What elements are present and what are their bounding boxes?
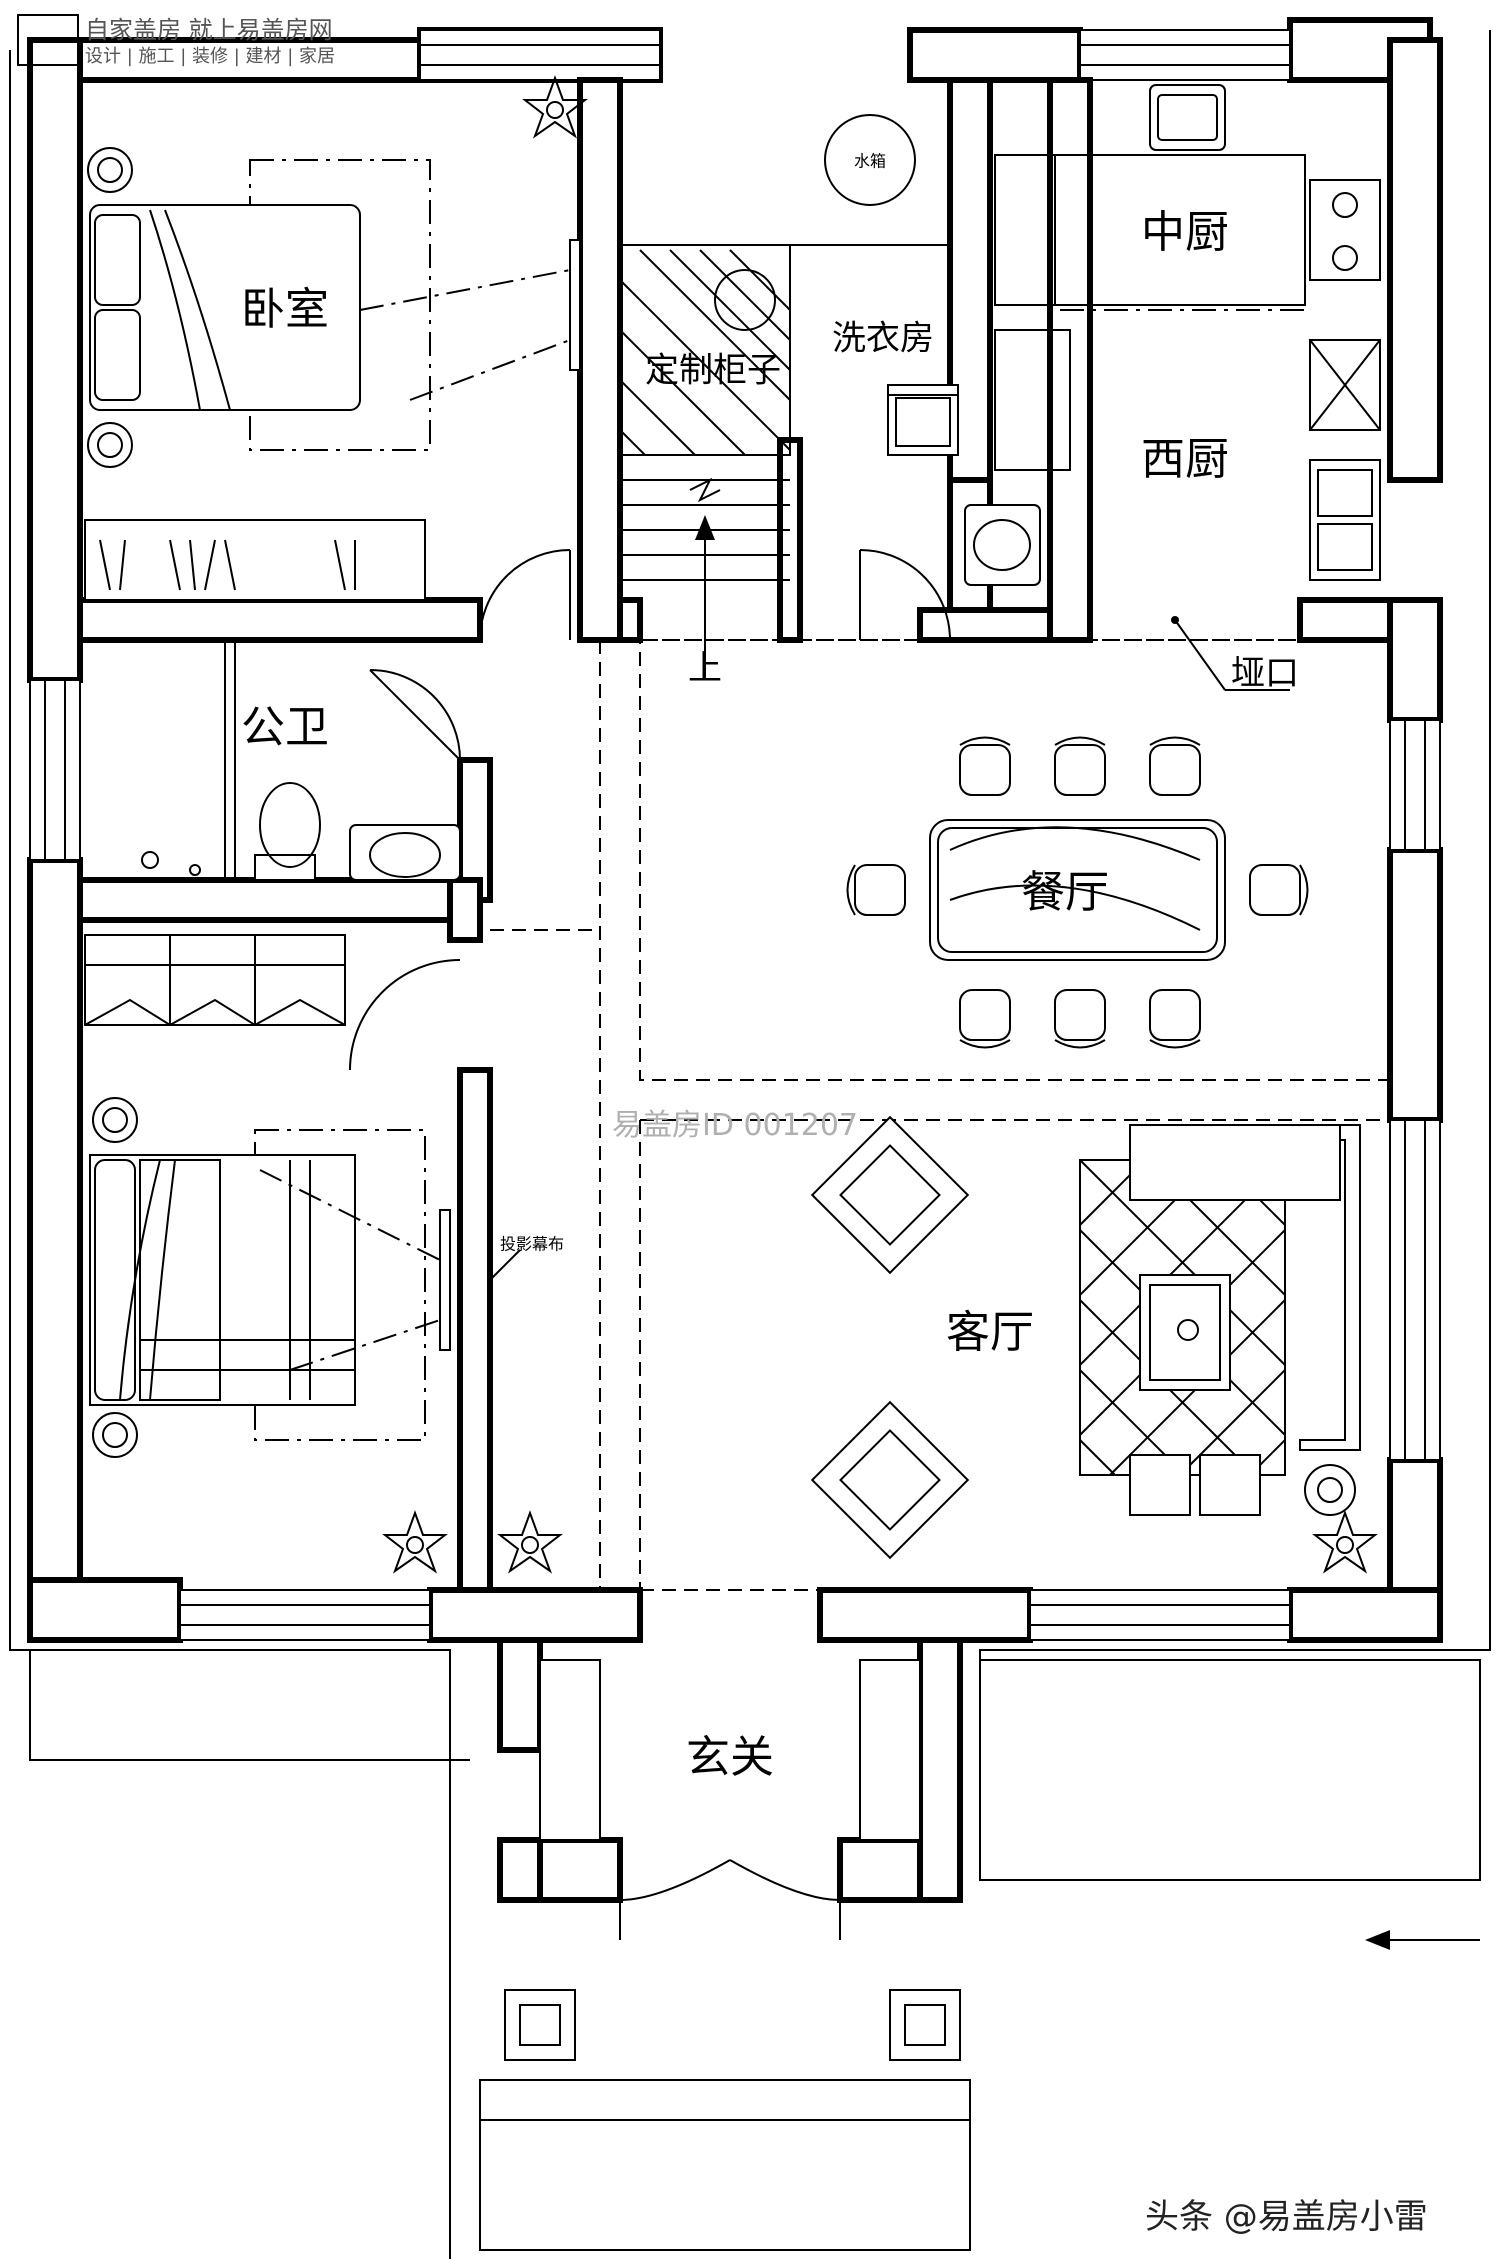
room-label-laundry: 洗衣房 — [832, 319, 934, 359]
pass-through-pointer — [1171, 616, 1290, 691]
room-label-pass-through: 垭口 — [1231, 654, 1299, 694]
room-label-water-tank: 水箱 — [854, 152, 886, 171]
windows — [29, 29, 1441, 1641]
exterior-outline — [9, 30, 1491, 2259]
foyer-doors — [504, 1859, 961, 2061]
watermark-line2: 设计 | 施工 | 装修 | 建材 | 家居 — [85, 46, 335, 67]
room-label-chinese-kitchen: 中厨 — [1141, 207, 1229, 258]
foyer-walls — [497, 1637, 963, 1903]
plant-icons — [382, 75, 1378, 1574]
watermark-id: 易盖房ID 001207 — [612, 1108, 858, 1143]
room-label-bedroom-top: 卧室 — [241, 284, 329, 335]
living-furniture — [810, 1115, 1361, 1560]
room-label-foyer: 玄关 — [686, 1732, 774, 1783]
room-label-public-bath: 公卫 — [241, 702, 329, 753]
bathroom-fixtures — [141, 640, 461, 881]
room-label-living: 客厅 — [946, 1307, 1034, 1358]
exterior-walls — [27, 17, 1443, 1643]
lower-bedroom-furniture — [84, 934, 521, 1540]
room-label-dining: 餐厅 — [1021, 867, 1109, 918]
watermark-logo — [17, 14, 79, 66]
dining-set — [846, 736, 1309, 1049]
room-label-western-kitchen: 西厨 — [1141, 434, 1229, 485]
room-label-custom-cabinet: 定制柜子 — [645, 351, 781, 391]
watermark-line1: 自家盖房 就上易盖房网 — [85, 16, 333, 44]
credit-text: 头条 @易盖房小雷 — [1145, 2197, 1428, 2237]
stair-up-label: 上 — [688, 649, 722, 689]
laundry-stair-furniture — [619, 114, 1041, 680]
projector-screen-label: 投影幕布 — [500, 1235, 564, 1254]
zone-dashes — [490, 639, 1391, 1591]
top-bedroom-furniture — [84, 147, 581, 641]
entry-arrow-icon — [1365, 1930, 1480, 1950]
kitchen-fixtures — [994, 84, 1381, 610]
